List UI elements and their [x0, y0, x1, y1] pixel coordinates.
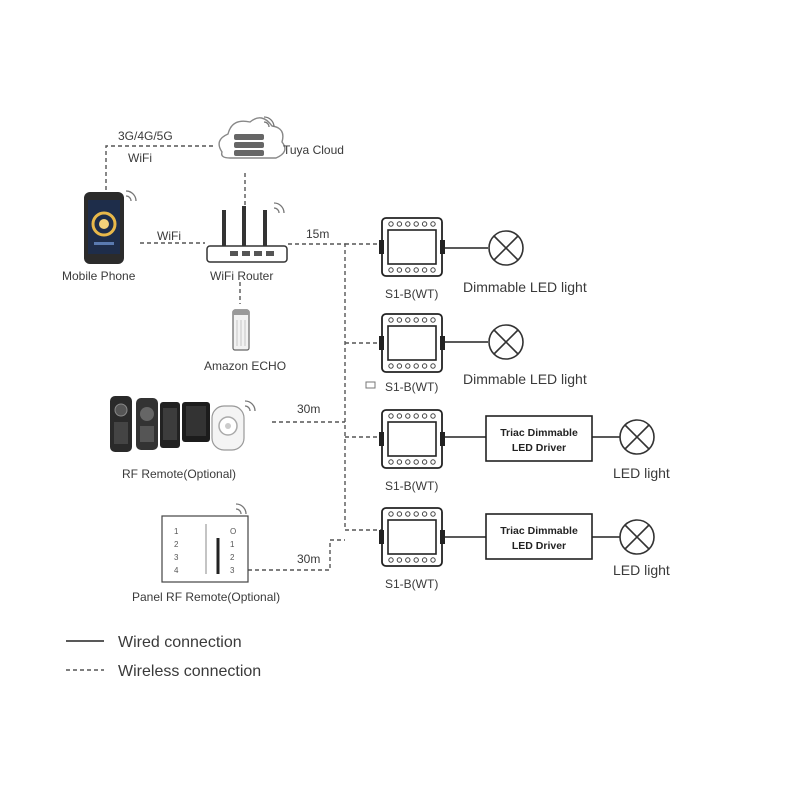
load-label: Dimmable LED light: [463, 371, 587, 387]
router-icon: [206, 202, 288, 263]
phone-icon: [84, 190, 137, 264]
driver-label-line2: LED Driver: [512, 442, 566, 454]
lamp-icon: [619, 419, 655, 455]
lamp-icon: [488, 324, 524, 360]
legend: Wired connection Wireless connection: [66, 634, 261, 680]
panel-key: 1: [174, 527, 179, 536]
module-label: S1-B(WT): [385, 380, 438, 394]
cloud-label: Tuya Cloud: [283, 143, 344, 157]
panel-remote-distance: 30m: [297, 552, 320, 566]
panel-remote-icon: [161, 503, 249, 583]
panel-key: O: [230, 527, 236, 536]
module-label: S1-B(WT): [385, 479, 438, 493]
panel-remote-link: [248, 539, 345, 571]
echo-icon: [232, 309, 250, 351]
network-wifi-label: WiFi: [128, 151, 152, 165]
signal-icon: [273, 202, 285, 214]
legend-wired-label: Wired connection: [118, 634, 242, 651]
signal-icon: [244, 400, 256, 412]
lamp-icon: [619, 519, 655, 555]
driver-box: Triac Dimmable LED Driver: [485, 513, 593, 560]
signal-icon: [263, 116, 275, 128]
wireless-links: [105, 145, 382, 571]
dimmer-module-icon: [379, 409, 445, 469]
panel-remote-label: Panel RF Remote(Optional): [132, 590, 280, 604]
driver-box: Triac Dimmable LED Driver: [485, 415, 593, 462]
signal-icon: [235, 503, 247, 515]
load-label: LED light: [613, 562, 670, 578]
small-module-icon: [365, 381, 376, 389]
panel-keys: 1 2 3 4 O 1 2 3: [174, 527, 236, 575]
phone-label: Mobile Phone: [62, 269, 136, 283]
panel-key: 2: [174, 540, 179, 549]
phone-link-label: WiFi: [157, 229, 181, 243]
dimmer-module-icon: [379, 507, 445, 567]
rf-remote-icon: [110, 396, 256, 452]
phone-cloud-link: [105, 145, 216, 190]
dimmer-module-icon: [379, 313, 445, 373]
signal-icon: [125, 190, 137, 202]
panel-key: 2: [230, 553, 235, 562]
dimmer-module-icon: [379, 217, 445, 277]
router-bus-link: [288, 243, 382, 531]
driver-label-line1: Triac Dimmable: [500, 427, 578, 439]
driver-label-line1: Triac Dimmable: [500, 525, 578, 537]
router-distance: 15m: [306, 227, 329, 241]
panel-key: 1: [230, 540, 235, 549]
rf-remote-label: RF Remote(Optional): [122, 467, 236, 481]
load-label: LED light: [613, 465, 670, 481]
lamp-icon: [488, 230, 524, 266]
panel-key: 4: [174, 566, 179, 575]
legend-wireless-label: Wireless connection: [118, 663, 261, 680]
wired-links: [442, 247, 620, 538]
cloud-icon: [218, 116, 286, 159]
module-label: S1-B(WT): [385, 577, 438, 591]
load-label: Dimmable LED light: [463, 279, 587, 295]
module-label: S1-B(WT): [385, 287, 438, 301]
echo-label: Amazon ECHO: [204, 359, 286, 373]
panel-key: 3: [174, 553, 179, 562]
network-label: 3G/4G/5G: [118, 129, 173, 143]
rf-remote-distance: 30m: [297, 402, 320, 416]
driver-label-line2: LED Driver: [512, 540, 566, 552]
router-label: WiFi Router: [210, 269, 273, 283]
panel-key: 3: [230, 566, 235, 575]
